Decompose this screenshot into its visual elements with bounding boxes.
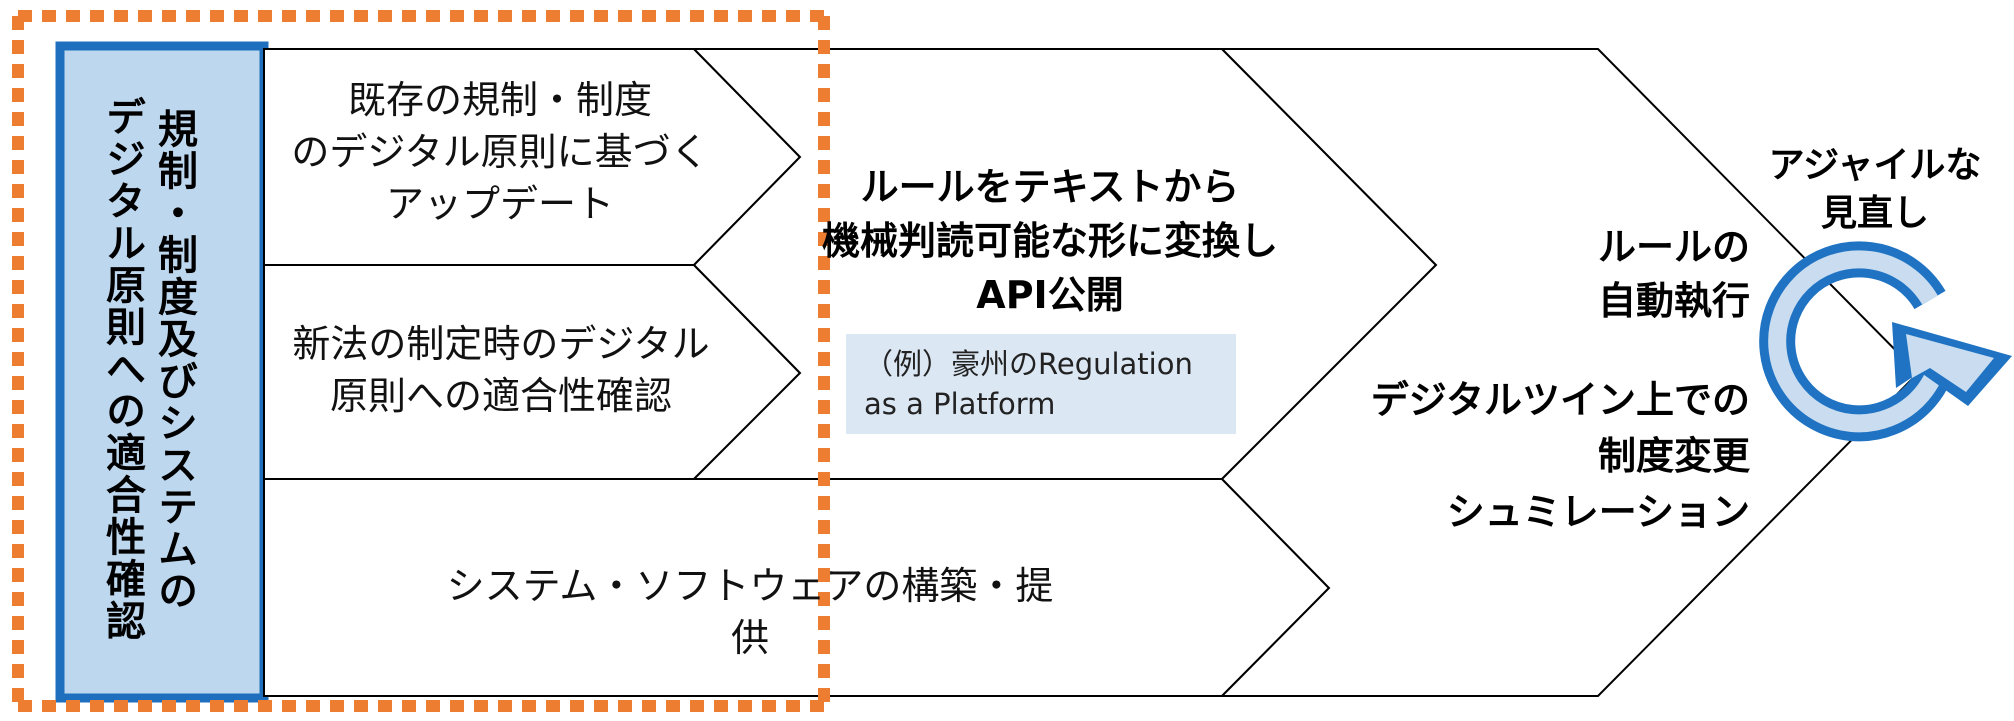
agile-review-label: アジャイルな 見直し [1768, 145, 1982, 234]
refresh-cycle-icon [1759, 241, 2012, 442]
update-label: 既存の規制・制度 のデジタル原則に基づく アップデート [291, 78, 709, 226]
left-blue-box [55, 41, 269, 703]
system-label: システム・ソフトウェアの構築・提供 [446, 564, 1054, 660]
new-law-label: 新法の制定時のデジタル 原則への適合性確認 [292, 322, 710, 418]
example-box: （例）豪州のRegulation as a Platform [846, 334, 1236, 434]
machine-readable-title: ルールをテキストから 機械判読可能な形に変換し API公開 [821, 165, 1278, 317]
auto-exec-label: ルールの 自動執行 [1597, 225, 1750, 323]
arrow-auto-execution [1219, 48, 1920, 697]
left-column-line1: 規制・制度及びシステムの [151, 108, 197, 612]
orange-dashed-frame [12, 10, 830, 712]
digital-twin-label: デジタルツイン上での 制度変更 シュミレーション [1370, 378, 1750, 534]
left-column-line2: デジタル原則への適合性確認 [99, 96, 145, 642]
